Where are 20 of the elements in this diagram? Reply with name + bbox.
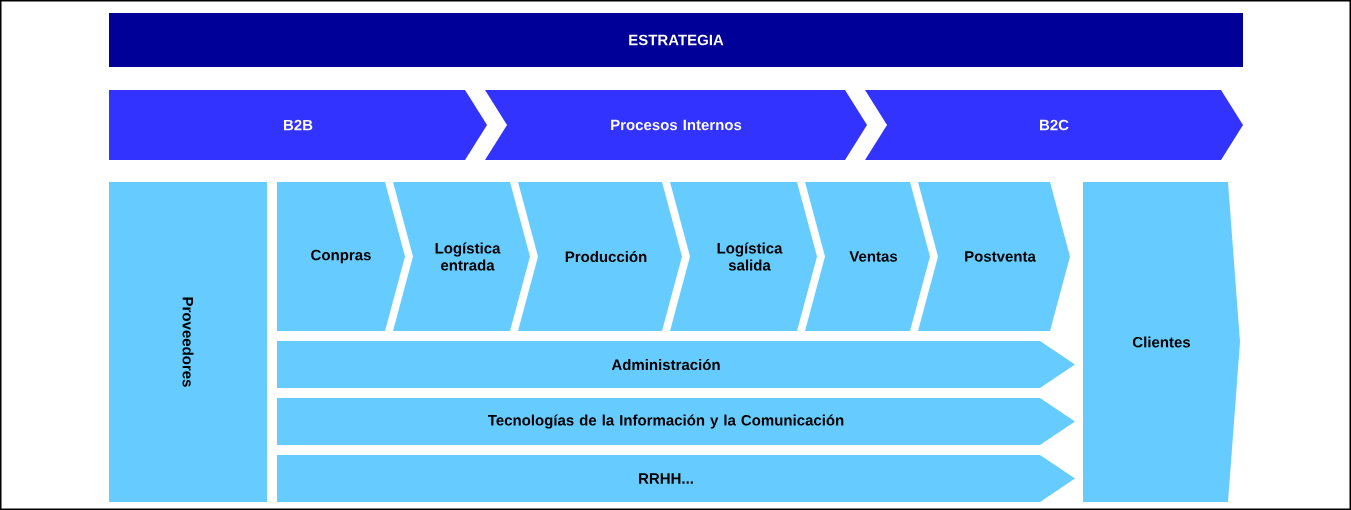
process-step: Postventa xyxy=(918,182,1070,331)
stage-band: Procesos Internos xyxy=(485,90,867,160)
process-step: Conpras xyxy=(277,182,405,331)
node-label: Producción xyxy=(565,250,647,263)
stage-band: B2B xyxy=(109,90,487,160)
support-band: RRHH... xyxy=(277,455,1075,502)
customer-column: Clientes xyxy=(1083,182,1240,502)
node-label: Postventa xyxy=(965,251,1036,262)
process-step: Producción xyxy=(518,182,682,331)
process-step: Logística entrada xyxy=(393,182,530,331)
support-band: Administración xyxy=(277,341,1075,388)
process-step: Ventas xyxy=(805,182,930,331)
support-band: Tecnologías de la Información y la Comunicación xyxy=(277,398,1075,445)
strategy-banner: ESTRATEGIA xyxy=(109,13,1243,67)
process-step: Logística salida xyxy=(670,182,817,331)
supplier-column: Proveedores xyxy=(109,182,267,502)
node-label: Logística entrada xyxy=(435,242,501,271)
node-label: Ventas xyxy=(849,251,898,262)
stage-band: B2C xyxy=(865,90,1243,160)
node-label: Logística salida xyxy=(717,242,783,271)
